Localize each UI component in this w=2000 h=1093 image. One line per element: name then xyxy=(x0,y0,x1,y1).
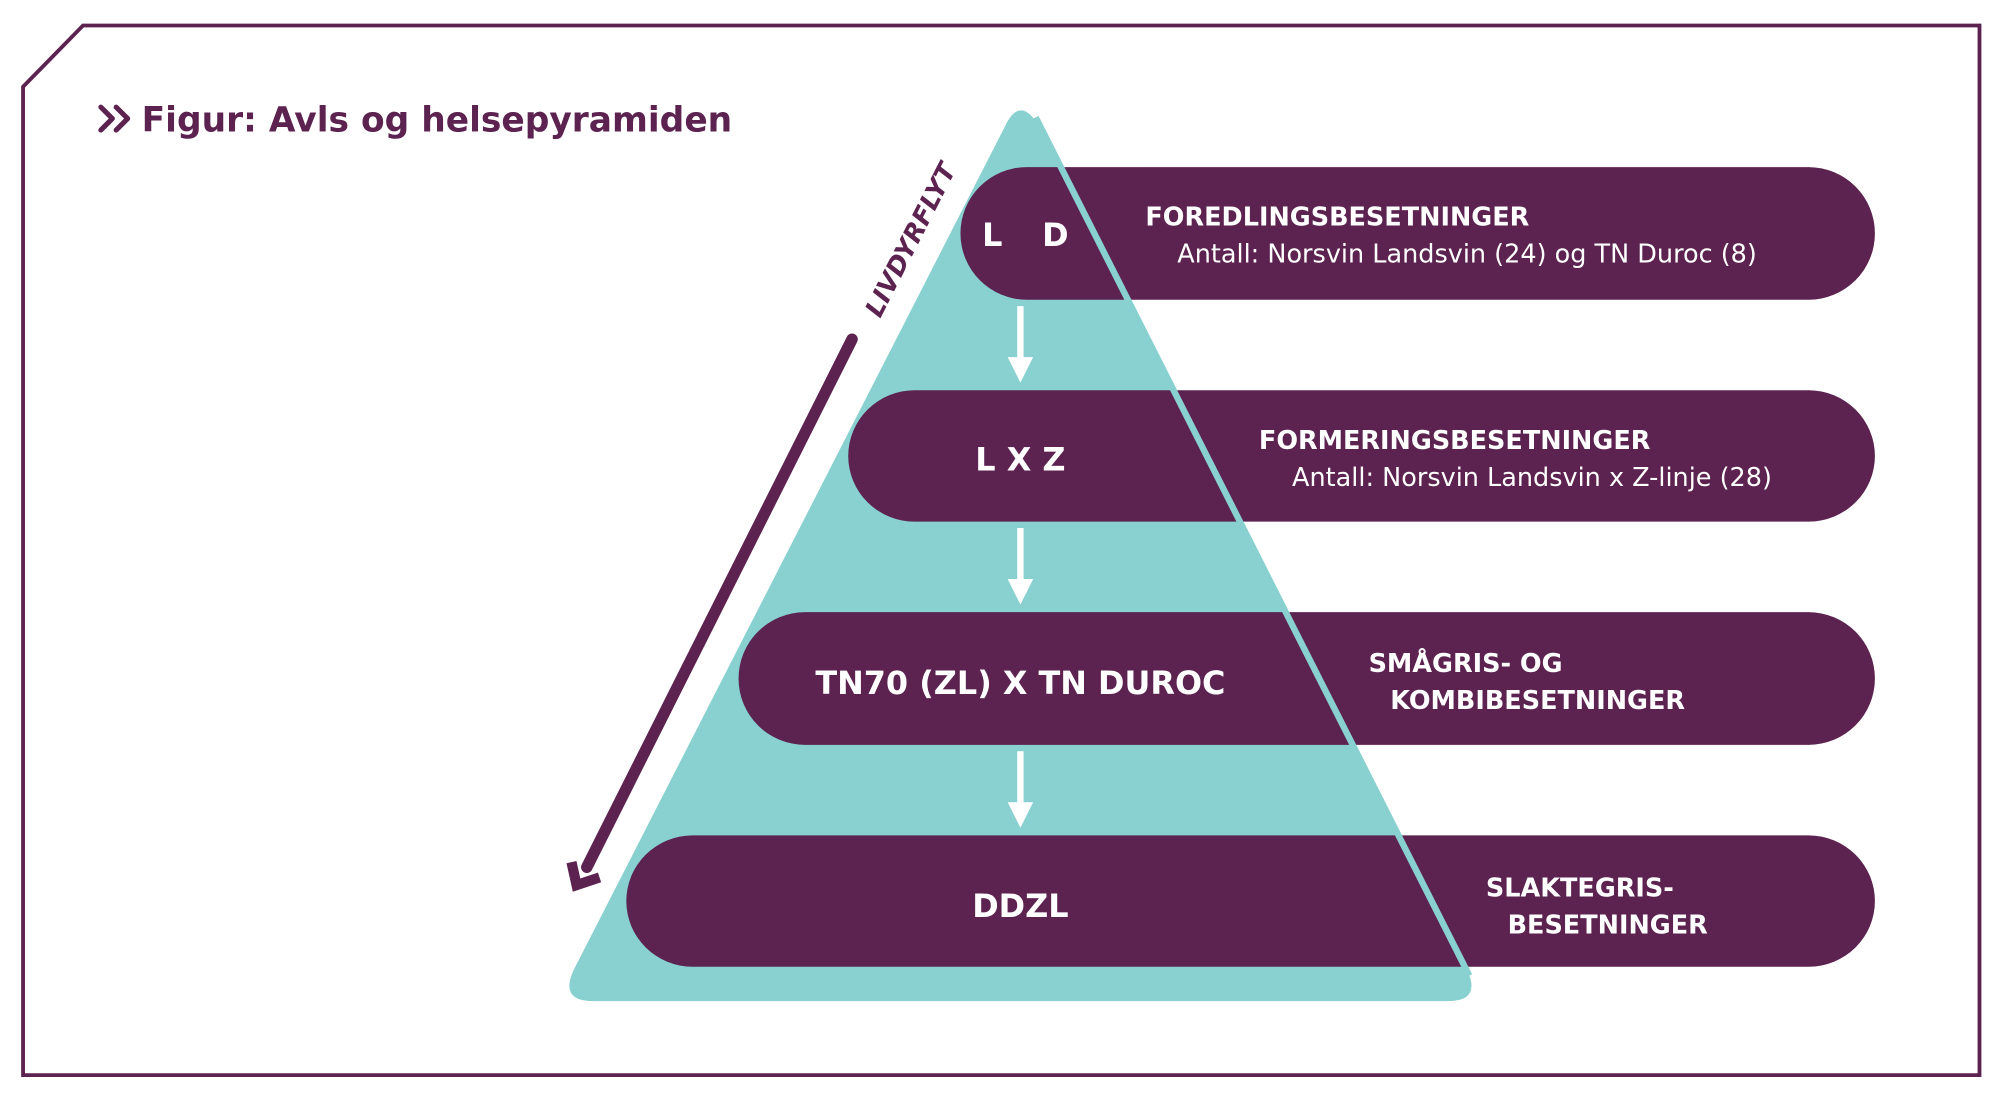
level-1-detail: Antall: Norsvin Landsvin (24) og TN Duro… xyxy=(1177,240,1757,270)
pyramid-right-edge xyxy=(1032,115,1473,978)
level-4-heading-line1: SLAKTEGRIS- xyxy=(1486,874,1674,904)
level-pills xyxy=(626,167,1875,967)
figure-frame xyxy=(21,23,1982,1078)
level-pill-4 xyxy=(626,835,1875,967)
livdyrflyt-arrowhead-icon xyxy=(566,861,602,892)
level-1-heading: FOREDLINGSBESETNINGER xyxy=(1145,203,1529,233)
level-3-heading-line2: KOMBIBESETNINGER xyxy=(1390,686,1685,716)
livdyrflyt-arrow-shaft xyxy=(581,333,858,873)
level-pill-2 xyxy=(848,390,1875,522)
level-pill-1 xyxy=(960,167,1875,300)
level-2-label: L X Z xyxy=(975,441,1065,479)
level-2-heading: FORMERINGSBESETNINGER xyxy=(1259,426,1651,456)
figure-title: Figur: Avls og helsepyramiden xyxy=(142,100,733,140)
level-1-label-d: D xyxy=(1042,216,1068,254)
level-3-label: TN70 (ZL) X TN DUROC xyxy=(815,664,1225,702)
level-1-label-l: L xyxy=(982,216,1002,254)
level-pill-3 xyxy=(738,612,1875,745)
level-4-heading-line2: BESETNINGER xyxy=(1508,911,1709,941)
title-chevrons-icon xyxy=(98,104,131,133)
level-3-heading-line1: SMÅGRIS- OG xyxy=(1369,649,1563,679)
level-2-detail: Antall: Norsvin Landsvin x Z-linje (28) xyxy=(1292,463,1772,493)
level-4-label: DDZL xyxy=(972,887,1068,925)
